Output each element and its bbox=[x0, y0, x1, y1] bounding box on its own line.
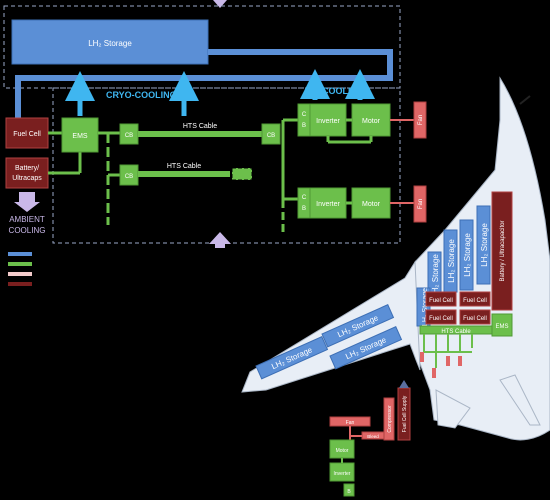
inverter-bottom bbox=[309, 187, 347, 219]
battery-label-1: Battery/ bbox=[15, 165, 39, 172]
aircraft-lower-fin bbox=[499, 374, 541, 426]
prop-fan-label: Fan bbox=[346, 420, 355, 426]
cb-stacked-bottom bbox=[297, 187, 311, 219]
battery-label-2: Ultracaps bbox=[12, 175, 42, 182]
hts-cable-upper bbox=[138, 131, 262, 137]
fuse-lh2-tank-4-label: LH₂ Storage bbox=[480, 223, 489, 267]
ambient-label-2: COOLING bbox=[9, 226, 46, 235]
cb-right-label: CB bbox=[267, 133, 275, 139]
ac-fuel-cell-4-label: Fuel Cell bbox=[463, 316, 487, 322]
fuse-lh2-tank-4 bbox=[476, 205, 491, 285]
hts-cable-lower-end bbox=[231, 167, 253, 181]
ambient-label-1: AMBIENT bbox=[9, 215, 45, 224]
antenna bbox=[519, 95, 531, 105]
ems-label: EMS bbox=[72, 133, 88, 140]
prop-compressor-label: Compressor bbox=[387, 405, 393, 433]
hts-cable-lower-label: HTS Cable bbox=[167, 163, 201, 170]
top-ambient-arrow bbox=[213, 0, 227, 8]
legend-hts-swatch bbox=[8, 262, 32, 266]
cooling-label: COOLING bbox=[322, 86, 364, 96]
ac-fuel-cell-2 bbox=[459, 291, 491, 307]
wing-lh2-tank-3 bbox=[329, 326, 403, 370]
inverter-bottom-label: Inverter bbox=[316, 201, 340, 208]
cryo-cooling-label: CRYO-COOLING bbox=[106, 90, 177, 100]
wing-lh2-tank-2 bbox=[321, 304, 395, 348]
prop-b-label: B bbox=[347, 489, 351, 495]
cb-right bbox=[261, 123, 281, 145]
motor-top-label: Motor bbox=[362, 118, 381, 125]
cb-stacked-bottom-b: B bbox=[302, 206, 306, 212]
prop-compressor bbox=[383, 397, 395, 441]
lh2-storage-label: LH₂ Storage bbox=[88, 39, 132, 48]
hts-cable-lower bbox=[138, 171, 230, 177]
cb-upper-label: CB bbox=[125, 133, 133, 139]
aircraft-tail bbox=[435, 389, 471, 429]
prop-fcs-label: Fuel Cell Supply bbox=[402, 395, 408, 432]
ac-ems-label: EMS bbox=[495, 324, 508, 330]
ac-fuel-cell-2-label: Fuel Cell bbox=[463, 298, 487, 304]
ac-hts-lines bbox=[423, 334, 473, 368]
ems-block bbox=[61, 117, 99, 153]
fuse-lh2-tank-1-label: LH₂ Storage bbox=[431, 254, 440, 298]
prop-b bbox=[343, 483, 355, 497]
fan-bottom bbox=[413, 185, 427, 223]
legend-lh2-swatch bbox=[8, 252, 32, 256]
prop-inverter-label: Inverter bbox=[334, 471, 351, 477]
prop-motor-label: Motor bbox=[336, 448, 349, 454]
ac-fans bbox=[420, 352, 462, 378]
ac-fuel-cell-3-label: Fuel Cell bbox=[429, 316, 453, 322]
bottom-ambient-arrow bbox=[209, 232, 231, 248]
fan-top bbox=[413, 101, 427, 139]
fan-top-label: Fan bbox=[418, 115, 424, 125]
fuse-lh2-tank-3 bbox=[459, 219, 474, 291]
ac-fuel-cell-1 bbox=[425, 291, 457, 307]
fuse-lh2-tank-3-label: LH₂ Storage bbox=[463, 233, 472, 277]
fuel-cell-label: Fuel Cell bbox=[13, 131, 41, 138]
battery-block bbox=[5, 157, 49, 189]
cb-stacked-top-c: C bbox=[302, 112, 307, 118]
ac-battery bbox=[491, 191, 513, 311]
hts-cable-upper-label: HTS Cable bbox=[183, 123, 217, 130]
ac-fuel-cell-4 bbox=[459, 309, 491, 325]
cb-stacked-top bbox=[297, 103, 311, 137]
fan-bottom-label: Fan bbox=[418, 199, 424, 209]
ac-fuel-cell-1-label: Fuel Cell bbox=[429, 298, 453, 304]
ac-hts-cable-label: HTS Cable bbox=[441, 329, 471, 335]
lh2-pipe bbox=[15, 49, 393, 118]
legend-fuelcell-swatch bbox=[8, 282, 32, 286]
fuse-lh2-tank-5-label: LH₂ Storage bbox=[422, 288, 429, 326]
wing-lh2-tank-1 bbox=[255, 336, 329, 380]
motor-bottom-label: Motor bbox=[362, 201, 381, 208]
cb-stacked-top-b: B bbox=[302, 123, 306, 129]
cb-stacked-bottom-c: C bbox=[302, 195, 307, 201]
legend-fan-swatch bbox=[8, 272, 32, 276]
cb-lower-label: CB bbox=[125, 174, 133, 180]
ac-fuel-cell-3 bbox=[425, 309, 457, 325]
ac-ems bbox=[491, 313, 513, 337]
prop-supply-arrow bbox=[399, 380, 409, 388]
fuse-lh2-tank-2-label: LH₂ Storage bbox=[447, 239, 456, 283]
ambient-arrow bbox=[14, 192, 40, 212]
system-boundary bbox=[52, 87, 401, 244]
ac-battery-label: Battery / Ultracapacitor bbox=[500, 220, 506, 281]
inverter-top-label: Inverter bbox=[316, 118, 340, 125]
lh2-storage-block bbox=[11, 19, 209, 65]
prop-bleed-label: Bleed bbox=[367, 434, 379, 439]
inverter-top bbox=[309, 103, 347, 137]
